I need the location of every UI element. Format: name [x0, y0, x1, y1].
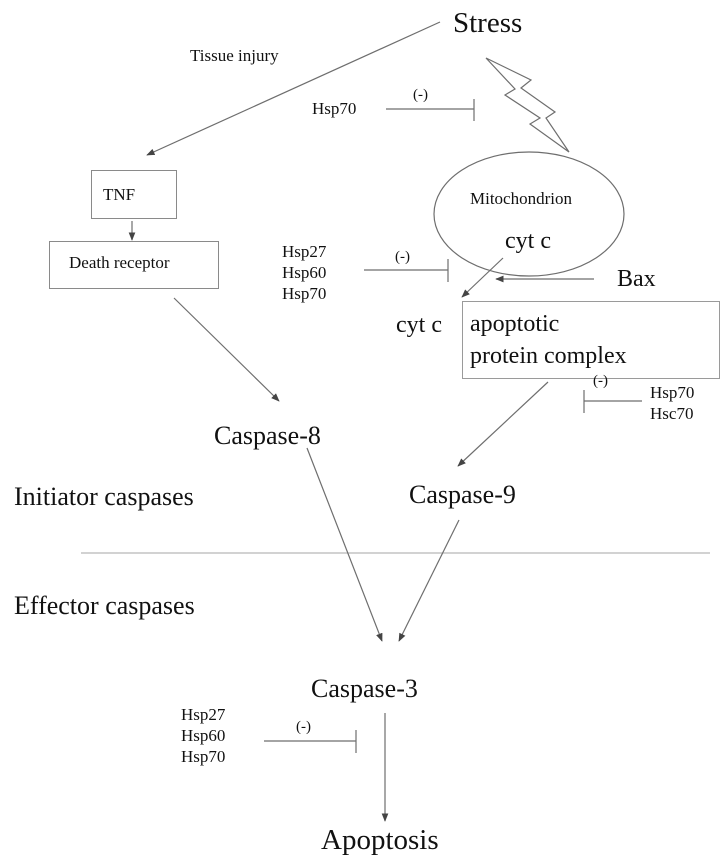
arrow-caspase9-to-caspase3 — [398, 519, 460, 642]
arrow-cytc-release — [461, 257, 504, 298]
tnf-label: TNF — [103, 185, 136, 204]
caspase8-label: Caspase-8 — [214, 421, 321, 450]
cytc-released-label: cyt c — [396, 312, 442, 338]
apoptotic-complex-line1: apoptotic — [470, 311, 560, 337]
mitochondrion-outline — [433, 151, 625, 277]
tnf-box: TNF — [91, 170, 177, 219]
inhibitor-cytc-sign: (-) — [395, 249, 410, 265]
death-receptor-box: Death receptor — [49, 241, 219, 289]
arrow-caspase8-to-caspase3 — [306, 447, 383, 642]
bax-label: Bax — [617, 266, 656, 292]
inhibitor-cytc-protein: Hsp70 — [282, 284, 327, 303]
cytc-inside-label: cyt c — [505, 228, 551, 254]
inhibitor-cytc-protein: Hsp27 — [282, 242, 327, 261]
inhibitor-caspase3-sign: (-) — [296, 719, 311, 735]
arrow-receptor-to-caspase8 — [173, 297, 280, 402]
apoptotic-complex-line2: protein complex — [470, 343, 627, 369]
inhibitor-caspase9-sign: (-) — [593, 373, 608, 389]
stress-label: Stress — [453, 7, 523, 39]
inhibitor-caspase9-proteins: Hsp70 Hsc70 — [650, 382, 694, 424]
inhibitor-stress-protein: Hsp70 — [312, 99, 357, 118]
inhibitor-caspase9-protein: Hsp70 — [650, 383, 695, 402]
inhibitor-stress-sign: (-) — [413, 87, 428, 103]
inhibitor-caspase3-protein: Hsp70 — [181, 747, 226, 766]
arrow-stress-to-tnf — [146, 21, 441, 156]
apoptosis-label: Apoptosis — [321, 824, 439, 856]
inhibitor-caspase3-protein: Hsp60 — [181, 726, 226, 745]
inhibitor-caspase3-protein: Hsp27 — [181, 705, 226, 724]
inhibitor-cytc-proteins: Hsp27 Hsp60 Hsp70 — [282, 241, 326, 304]
caspase9-label: Caspase-9 — [409, 480, 516, 509]
caspase3-label: Caspase-3 — [311, 674, 418, 703]
apoptotic-complex-box: apoptotic protein complex — [462, 301, 720, 379]
mitochondrion-label: Mitochondrion — [470, 189, 572, 208]
lightning-bolt-icon — [485, 57, 570, 153]
arrow-complex-to-caspase9 — [457, 381, 549, 467]
inhibitor-caspase9-protein: Hsc70 — [650, 404, 694, 423]
initiator-caspases-label: Initiator caspases — [14, 482, 194, 511]
death-receptor-label: Death receptor — [69, 253, 170, 272]
inhibitor-cytc-protein: Hsp60 — [282, 263, 327, 282]
effector-caspases-label: Effector caspases — [14, 591, 195, 620]
inhibitor-caspase3-proteins: Hsp27 Hsp60 Hsp70 — [181, 704, 225, 767]
tissue-injury-label: Tissue injury — [190, 46, 279, 65]
